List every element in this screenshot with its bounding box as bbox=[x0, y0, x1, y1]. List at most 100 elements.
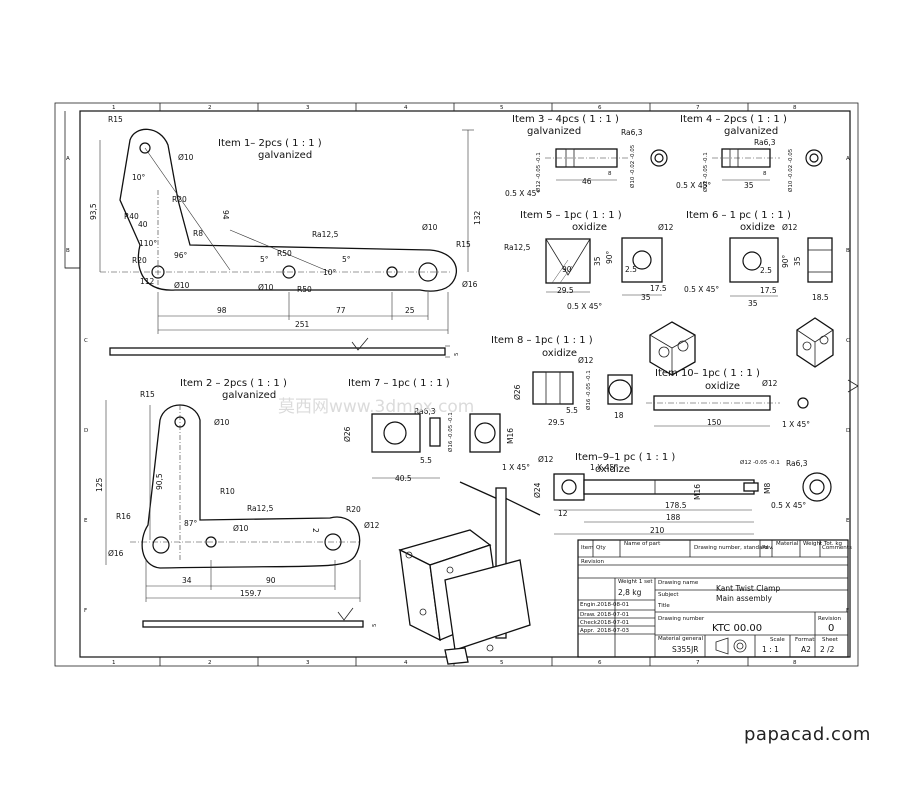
item1-dim: 10° bbox=[132, 173, 146, 182]
tb-sign-date: 2018-08-01 bbox=[597, 602, 629, 608]
item9-dim: 12 bbox=[558, 509, 568, 518]
grid-column-labels-bottom: 1 2 3 4 5 6 7 8 bbox=[112, 657, 797, 666]
item6-side-view bbox=[807, 237, 833, 283]
tb-revision-value: 0 bbox=[828, 623, 834, 634]
tb-header: Item bbox=[581, 545, 594, 551]
item10-title: Item 10– 1pc ( 1 : 1 ) bbox=[655, 368, 760, 379]
tb-header: Comments bbox=[822, 545, 852, 551]
tb-format: A2 bbox=[801, 645, 811, 654]
col-label: 7 bbox=[696, 105, 700, 111]
item3-dim: Ø10 -0.02 -0.05 bbox=[629, 144, 636, 188]
item3-dim: 8 bbox=[608, 171, 612, 177]
item6-front-view bbox=[729, 237, 779, 283]
item9-dim: 1 X 45° bbox=[502, 463, 530, 472]
item5-front-view bbox=[545, 238, 591, 284]
tb-header: Rev. bbox=[762, 545, 774, 551]
tb-weight: 2,8 kg bbox=[618, 588, 642, 597]
item6-dim: 2.5 bbox=[760, 266, 772, 275]
item7-dim: M16 bbox=[506, 428, 515, 444]
item5-roughness: Ra12,5 bbox=[504, 243, 531, 252]
item8-title: Item 8 – 1pc ( 1 : 1 ) bbox=[491, 335, 593, 346]
item1-dim: R50 bbox=[277, 249, 292, 258]
tb-sheet-label: Sheet bbox=[822, 637, 839, 643]
item2-dim: Ø16 bbox=[108, 549, 124, 558]
item4-title: Item 4 – 2pcs ( 1 : 1 ) bbox=[680, 114, 787, 125]
item1-outline bbox=[119, 128, 457, 292]
item1-dim: Ø10 bbox=[422, 223, 438, 232]
tb-sign-date: 2018-07-01 bbox=[597, 620, 629, 626]
tb-drawing-name: Kant Twist Clamp bbox=[716, 584, 780, 593]
tb-sheet: 2 /2 bbox=[820, 645, 835, 654]
col-label: 8 bbox=[793, 660, 797, 666]
item2-finish: galvanized bbox=[222, 390, 276, 401]
item5-dim: 2.5 bbox=[625, 265, 637, 274]
item10-finish: oxidize bbox=[705, 381, 740, 392]
tb-sign-role: Draw. bbox=[580, 612, 596, 618]
item1-dim: R15 bbox=[108, 115, 123, 124]
item6-dim: Ø12 bbox=[782, 223, 798, 232]
grid-column-labels-top: 1 2 3 4 5 6 7 8 bbox=[112, 103, 797, 111]
tb-sign-role: Check. bbox=[580, 620, 599, 626]
tb-header: Qty bbox=[596, 545, 606, 551]
item5-dim: 90 bbox=[562, 265, 572, 274]
item1-roughness: Ra12,5 bbox=[312, 230, 339, 239]
item9-dim: 210 bbox=[650, 526, 665, 535]
item5-dim: Ø12 bbox=[658, 223, 674, 232]
item1-drawing: Item 1– 2pcs ( 1 : 1 ) galvanized R15 Ø1… bbox=[89, 115, 482, 358]
item1-dim: 112 bbox=[140, 277, 155, 286]
item6-dim: 90° bbox=[781, 254, 790, 268]
item9-dim: 1 X 45° bbox=[590, 463, 618, 472]
item6-title: Item 6 – 1 pc ( 1 : 1 ) bbox=[686, 210, 791, 221]
item8-drawing: Item 8 – 1pc ( 1 : 1 ) oxidize Ø12 Ø26 Ø… bbox=[491, 335, 633, 427]
item2-dim: 2 bbox=[311, 528, 320, 533]
item4-finish: galvanized bbox=[724, 126, 778, 137]
item7-title: Item 7 – 1pc ( 1 : 1 ) bbox=[348, 378, 450, 389]
col-label: 1 bbox=[112, 660, 116, 666]
item4-dim: Ø12 -0.05 -0.1 bbox=[702, 152, 709, 192]
item1-dim: Ø16 bbox=[462, 280, 478, 289]
row-label: C bbox=[846, 338, 850, 344]
item1-dim: 132 bbox=[473, 210, 482, 225]
tb-subject-label: Subject bbox=[658, 592, 679, 598]
item5-drawing: Item 5 – 1pc ( 1 : 1 ) oxidize Ra12,5 90… bbox=[504, 210, 674, 311]
assembly-isometric-view bbox=[398, 481, 541, 665]
item4-dim: 0.5 X 45° bbox=[676, 181, 711, 190]
item10-dim: 150 bbox=[707, 418, 722, 427]
projection-symbol-icon bbox=[715, 637, 747, 655]
item4-roughness: Ra6,3 bbox=[754, 138, 776, 147]
item3-dim: Ø12 -0.05 -0.1 bbox=[535, 152, 542, 192]
isometric-blocks bbox=[649, 317, 834, 376]
item2-dim: Ø12 bbox=[364, 521, 380, 530]
item2-dim: 87° bbox=[184, 519, 198, 528]
tb-header: Drawing number, standard bbox=[694, 545, 768, 551]
item3-title: Item 3 – 4pcs ( 1 : 1 ) bbox=[512, 114, 619, 125]
col-label: 5 bbox=[500, 660, 504, 666]
row-label: C bbox=[84, 338, 88, 344]
item9-title: Item–9–1 pc ( 1 : 1 ) bbox=[575, 452, 675, 463]
row-label: A bbox=[846, 156, 850, 162]
item1-dim: 77 bbox=[336, 306, 346, 315]
item8-dim: 18 bbox=[614, 411, 624, 420]
item8-body bbox=[532, 371, 574, 405]
item9-handle-block bbox=[553, 473, 585, 501]
item5-side-view bbox=[621, 237, 663, 283]
item9-dim: Ø12 bbox=[538, 455, 554, 464]
item5-title: Item 5 – 1pc ( 1 : 1 ) bbox=[520, 210, 622, 221]
tb-sign-role: Appr. bbox=[580, 628, 595, 634]
item1-dim: Ø10 bbox=[178, 153, 194, 162]
item1-dim: 96° bbox=[174, 251, 188, 260]
col-label: 7 bbox=[696, 660, 700, 666]
item1-side-view bbox=[109, 347, 446, 356]
item9-dim: 178.5 bbox=[665, 501, 687, 510]
item2-title: Item 2 – 2pcs ( 1 : 1 ) bbox=[180, 378, 287, 389]
tb-drawing-name-label: Drawing name bbox=[658, 580, 699, 586]
item2-dim: 125 bbox=[95, 477, 104, 492]
tb-weight-label: Weight 1 set bbox=[618, 579, 653, 585]
item8-dim: Ø12 bbox=[578, 356, 594, 365]
item5-dim: 35 bbox=[593, 256, 602, 266]
item2-dim: 159.7 bbox=[240, 589, 262, 598]
row-label: F bbox=[84, 608, 87, 614]
item6-dim: 35 bbox=[793, 256, 802, 266]
